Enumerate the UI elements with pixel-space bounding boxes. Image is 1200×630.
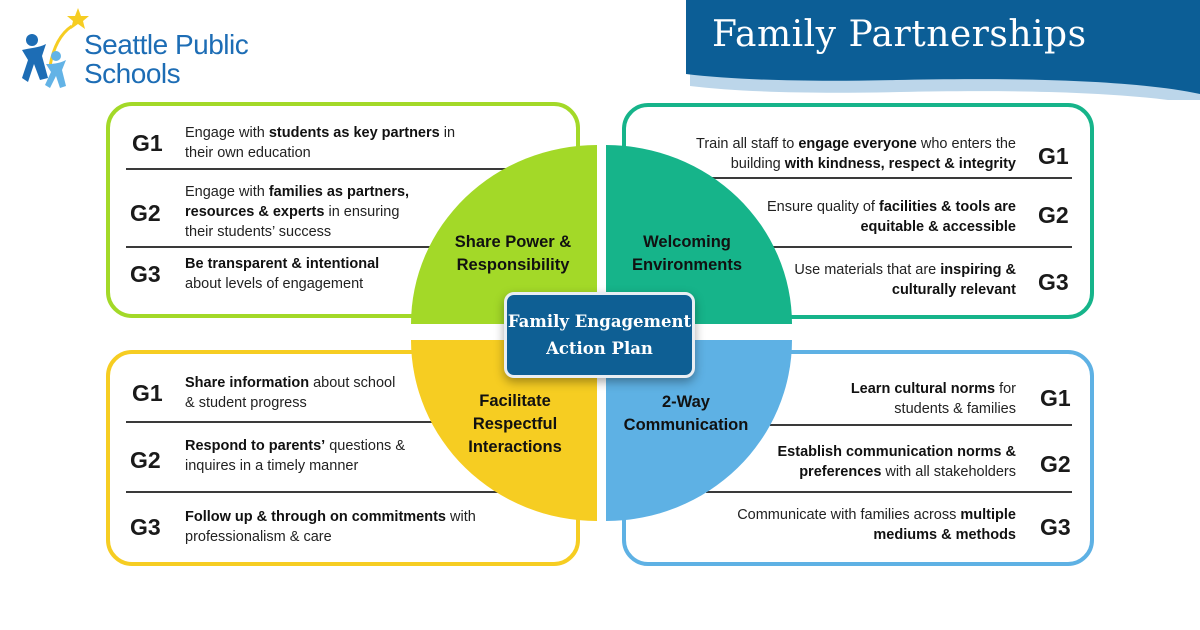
goal-text: Learn cultural norms for students & fami… [796,379,1016,419]
goal-id: G1 [1038,143,1069,169]
goal-id: G3 [1040,514,1071,540]
share-power-label: Share Power & Responsibility [438,231,588,277]
two-way-label-line1: 2-Way [662,393,710,411]
logo-wordmark: Seattle Public Schools [84,29,249,89]
divider [126,168,518,170]
logo-figures-icon [22,8,89,88]
goal-id: G2 [130,200,161,226]
goal-text-run: about school & student progress [185,375,396,411]
goal-text-run: about levels of engagement [185,276,364,292]
two-way-label-line2: Communication [623,416,749,434]
goal-text: Establish communication norms & preferen… [756,442,1017,482]
center-line-2: Action Plan [546,339,653,358]
goal-text-emphasis: multiple mediums & methods [873,507,1016,543]
goal-text-run: who enters the building [730,136,1016,172]
goal-text-run: in ensuring their students’ success [185,204,400,240]
two-way-quadrant [606,340,792,521]
goal-text-emphasis: Share information [185,375,310,391]
center-line-1: Family Engagement [507,312,692,331]
page-title: Family Partnerships [712,14,1087,55]
divider [706,491,1072,493]
goal-id: G3 [1038,269,1069,295]
seattle-public-schools-logo: Seattle Public Schools [20,4,280,94]
goal-text-emphasis: facilities & tools are equitable & acces… [860,199,1016,235]
logo-line-2: Schools [84,58,181,89]
goal-text-run: with all stakeholders [881,464,1016,480]
goal-text-emphasis: Learn cultural norms [850,381,996,397]
welcoming-label-line1: Welcoming [643,233,731,251]
share-power-label-line1: Share Power & [454,233,572,251]
welcoming-label-line2: Environments [631,256,743,274]
divider [126,421,456,423]
facilitate-quadrant [411,340,597,521]
goal-text-emphasis: students as key partners [268,125,440,141]
goal-id: G1 [132,130,163,156]
divider [126,246,456,248]
share-power-quadrant [411,145,597,324]
goal-text-run: with professionalism & care [185,509,476,545]
goal-text-emphasis: Respond to parents’ [185,438,326,454]
goal-text-run: questions & inquires in a timely manner [185,438,405,474]
goal-text-emphasis: Establish communication norms & preferen… [777,444,1017,480]
goal-text: Engage with students as key partners in … [185,123,485,163]
divider [706,177,1072,179]
goal-id: G3 [130,514,161,540]
goal-text-emphasis: Be transparent & intentional [185,256,380,272]
goal-text-run: Engage with [185,125,269,141]
goal-text-emphasis: with kindness, respect & integrity [784,156,1016,172]
goal-text-run: Engage with [185,184,269,200]
goal-text-emphasis: Follow up & through on commitments [185,509,446,525]
goal-text: Use materials that are inspiring & cultu… [786,260,1016,300]
goal-text-run: Communicate with families across [737,507,961,523]
welcoming-quadrant [606,145,792,324]
goal-id: G2 [1040,451,1071,477]
divider [770,246,1072,248]
goal-text-emphasis: engage everyone [798,136,917,152]
facilitate-label-line3: Interactions [468,438,562,456]
goal-text-emphasis: inspiring & culturally relevant [891,262,1016,298]
two-way-label: 2-Way Communication [611,391,761,437]
goal-text-run: Train all staff to [696,136,799,152]
goal-text-run: in their own education [185,125,456,161]
goal-text: Engage with families as partners, resour… [185,182,430,242]
goal-text: Train all staff to engage everyone who e… [676,134,1016,174]
goal-id: G2 [1038,202,1069,228]
action-plan-center-badge: Family Engagement Action Plan [504,292,695,378]
share-power-label-line2: Responsibility [456,256,570,274]
goal-text-run: Use materials that are [794,262,941,278]
goal-text: Ensure quality of facilities & tools are… [756,197,1016,237]
welcoming-label: Welcoming Environments [612,231,762,277]
divider [126,491,518,493]
facilitate-label-line1: Facilitate [479,392,551,410]
goal-text-emphasis: families as partners, resources & expert… [185,184,410,220]
goal-text: Share information about school & student… [185,373,405,413]
goal-id: G3 [130,261,161,287]
goal-text-run: Ensure quality of [766,199,879,215]
divider [770,424,1072,426]
title-banner [686,0,1200,100]
goal-text: Respond to parents’ questions & inquires… [185,436,425,476]
facilitate-label-line2: Respectful [472,415,558,433]
goal-text: Follow up & through on commitments with … [185,507,505,547]
goal-id: G1 [132,380,163,406]
goal-id: G2 [130,447,161,473]
goal-text-run: for students & families [894,381,1016,417]
facilitate-label: Facilitate Respectful Interactions [440,390,590,459]
goal-text: Communicate with families across multipl… [716,505,1016,545]
goal-text: Be transparent & intentional about level… [185,254,415,294]
logo-line-1: Seattle Public [84,29,249,60]
goal-id: G1 [1040,385,1071,411]
